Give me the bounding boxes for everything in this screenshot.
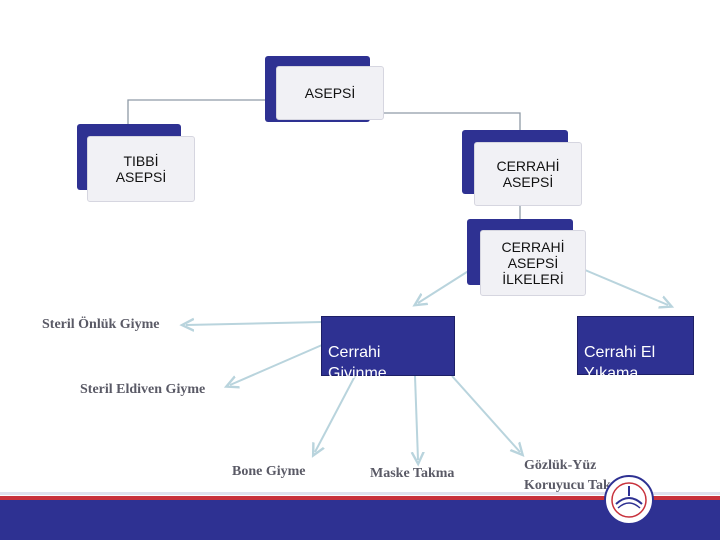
arrow-giyinme-onluk xyxy=(186,322,323,325)
arrow-giyinme-bone xyxy=(315,375,356,452)
connector-root-tibbi xyxy=(127,99,265,126)
item-eldiven: Steril Eldiven Giyme xyxy=(80,382,206,397)
cerrahi-box: CERRAHİ ASEPSİ xyxy=(474,142,582,206)
university-logo-icon xyxy=(604,475,654,525)
connector-root-cerrahi xyxy=(372,99,521,132)
ilkeler-box: CERRAHİ ASEPSİ İLKELERİ xyxy=(480,230,586,296)
footer-band xyxy=(0,500,720,540)
arrow-giyinme-gozluk xyxy=(451,375,520,452)
ilkeler-label: CERRAHİ ASEPSİ İLKELERİ xyxy=(501,239,565,287)
giyinme-label: Cerrahi Giyinme xyxy=(328,344,387,382)
giyinme-box: Cerrahi Giyinme xyxy=(321,316,455,382)
item-onluk: Steril Önlük Giyme xyxy=(42,317,160,332)
tibbi-label: TIBBİ ASEPSİ xyxy=(115,153,167,185)
root-box: ASEPSİ xyxy=(276,66,384,120)
footer-light-stripe xyxy=(0,492,720,495)
arrow-giyinme-eldiven xyxy=(230,344,323,385)
footer-red-stripe xyxy=(0,496,720,500)
tibbi-box: TIBBİ ASEPSİ xyxy=(87,136,195,202)
el-yikama-label: Cerrahi El Yıkama xyxy=(584,344,656,382)
el-yikama-box: Cerrahi El Yıkama xyxy=(577,316,694,382)
cerrahi-label: CERRAHİ ASEPSİ xyxy=(496,158,560,190)
item-bone: Bone Giyme xyxy=(232,464,306,479)
root-label: ASEPSİ xyxy=(304,85,356,101)
item-maske: Maske Takma xyxy=(370,466,455,481)
arrow-giyinme-maske xyxy=(415,375,418,460)
arrow-ilkeler-giyinme xyxy=(418,269,471,303)
arrow-ilkeler-elyikama xyxy=(584,269,668,305)
